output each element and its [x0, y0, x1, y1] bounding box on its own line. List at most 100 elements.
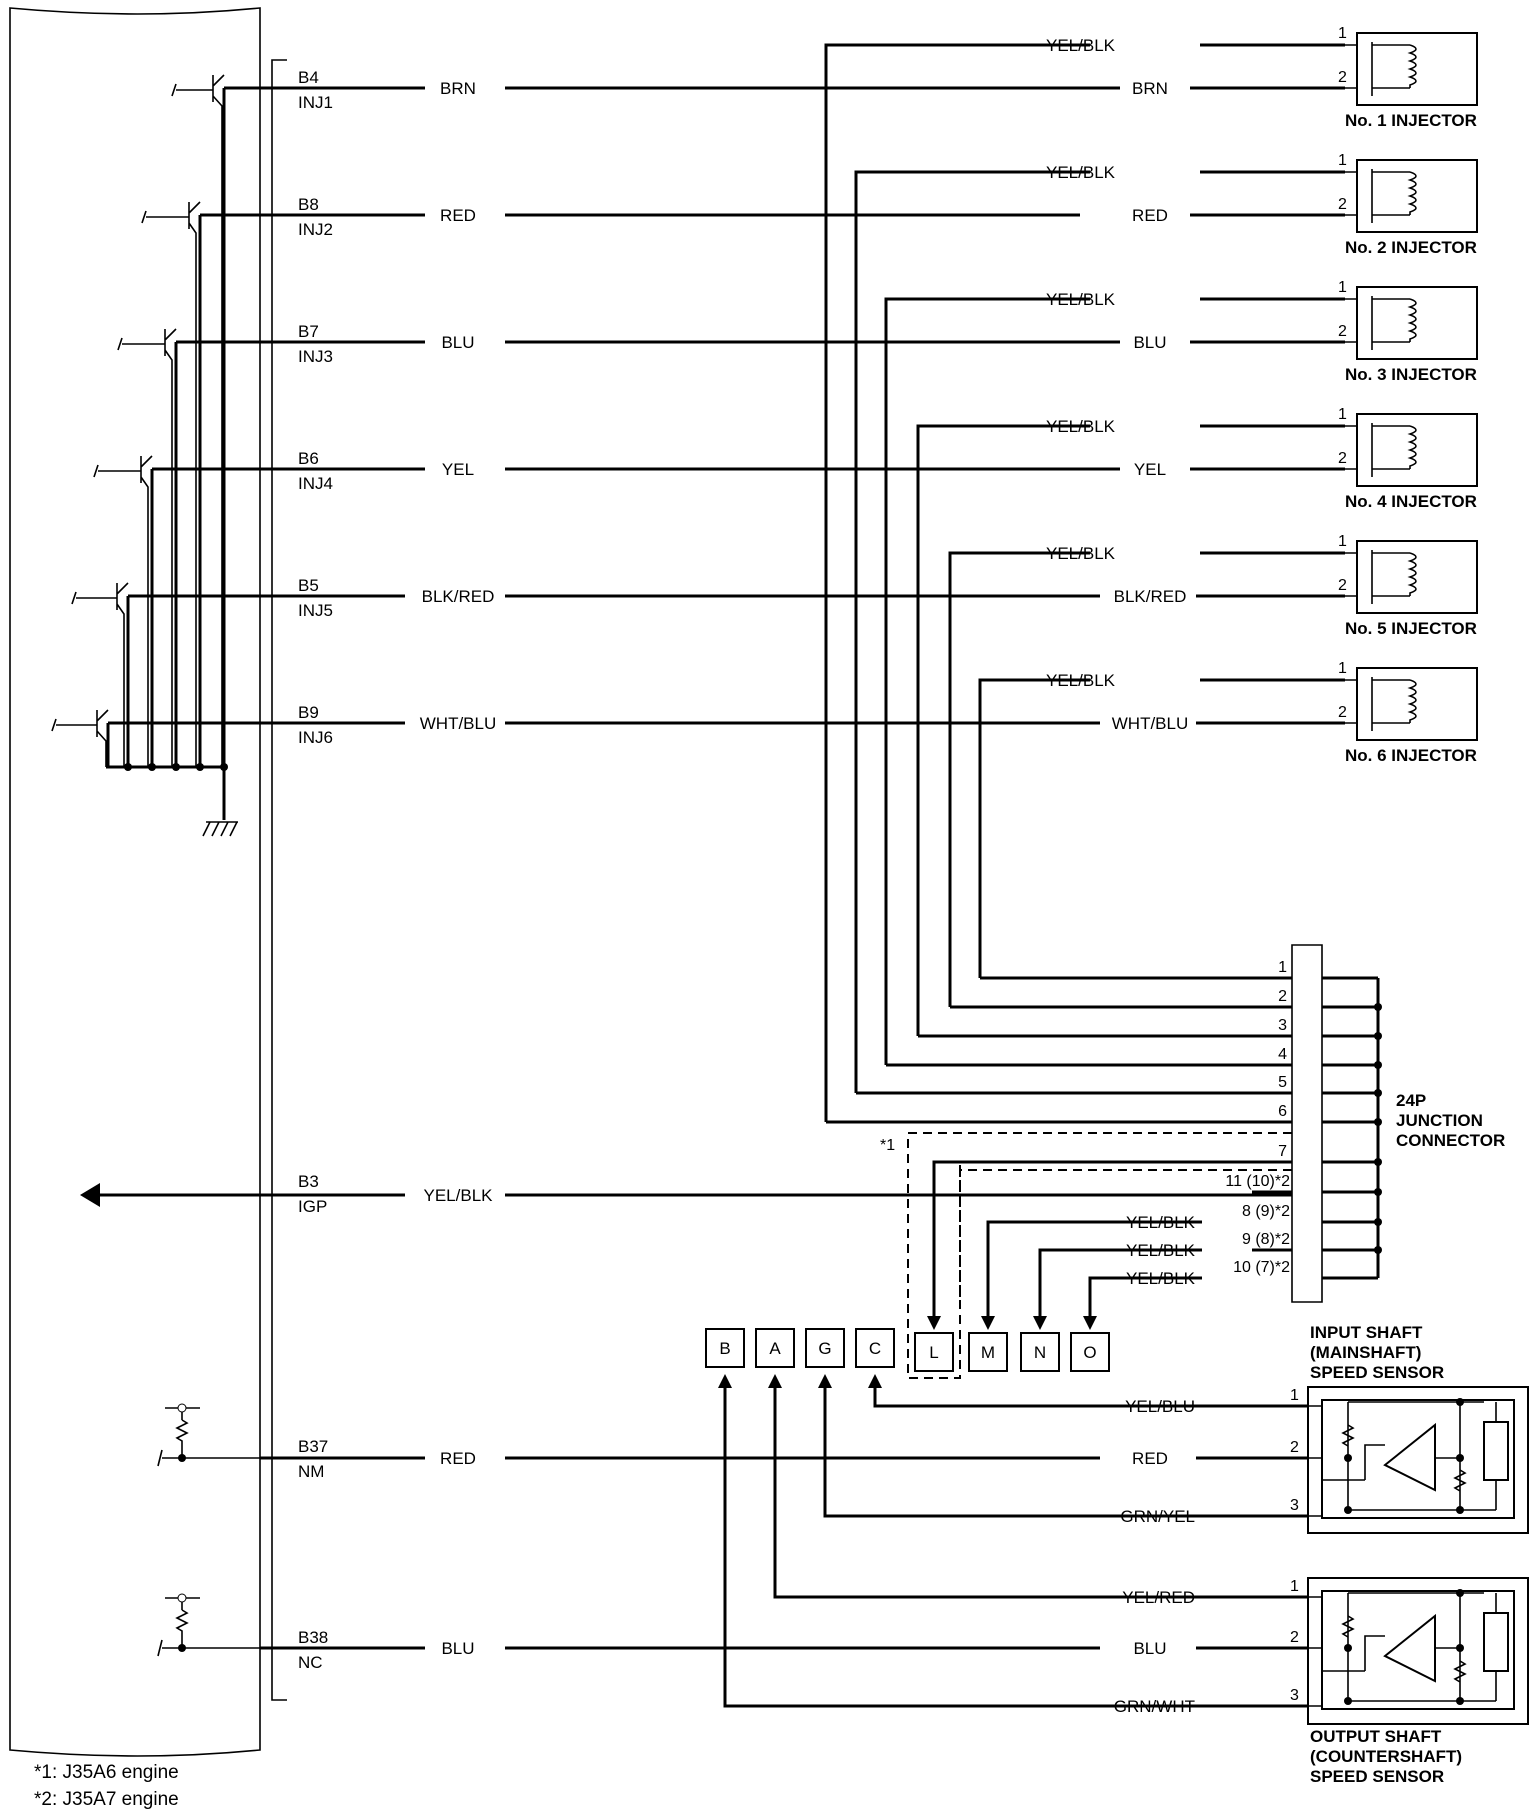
injector-4: 1 2 YEL/BLK YEL No. 4 INJECTOR — [1046, 406, 1478, 511]
terminal-pin: B38 — [298, 1628, 328, 1647]
footnote: *1: J35A6 engine — [34, 1762, 179, 1783]
svg-text:BRN: BRN — [440, 79, 476, 98]
svg-text:YEL/BLK: YEL/BLK — [1126, 1213, 1196, 1232]
footnote: *2: J35A7 engine — [34, 1789, 179, 1810]
connector-boxes: B A G C L M N O — [705, 1328, 1110, 1372]
sensor-label: (MAINSHAFT) — [1310, 1343, 1421, 1362]
sensor-to-connectors — [718, 1374, 1208, 1708]
terminal-name: NC — [298, 1653, 323, 1672]
svg-text:2: 2 — [1338, 577, 1347, 594]
injector-label: No. 6 INJECTOR — [1345, 746, 1477, 765]
svg-text:2: 2 — [1338, 450, 1347, 467]
svg-text:YEL/BLK: YEL/BLK — [1126, 1241, 1196, 1260]
terminal-pin: B37 — [298, 1437, 328, 1456]
svg-text:YEL/BLU: YEL/BLU — [1125, 1397, 1195, 1416]
svg-text:10 (7)*2: 10 (7)*2 — [1233, 1259, 1290, 1276]
svg-text:YEL/BLK: YEL/BLK — [424, 1186, 494, 1205]
injector-label: No. 4 INJECTOR — [1345, 492, 1477, 511]
svg-text:2: 2 — [1338, 69, 1347, 86]
svg-text:RED: RED — [1132, 206, 1168, 225]
terminal-pin: B5 — [298, 576, 319, 595]
svg-text:BLU: BLU — [1133, 1639, 1166, 1658]
terminal-pin: B3 — [298, 1172, 319, 1191]
svg-text:1: 1 — [1290, 1578, 1299, 1595]
injector-1: 1 2 YEL/BLK BRN No. 1 INJECTOR — [1046, 25, 1478, 130]
svg-text:BLK/RED: BLK/RED — [1114, 587, 1187, 606]
injector-power-wires — [824, 43, 1345, 1122]
svg-text:YEL/RED: YEL/RED — [1122, 1588, 1195, 1607]
junction-to-connectors: *1 YEL/BLK YEL/BLK YEL/BLK — [880, 1132, 1292, 1379]
svg-text:YEL/BLK: YEL/BLK — [1046, 36, 1116, 55]
svg-text:9 (8)*2: 9 (8)*2 — [1242, 1231, 1290, 1248]
injector-drive-wires — [108, 86, 1345, 725]
svg-text:BLU: BLU — [441, 333, 474, 352]
svg-text:WHT/BLU: WHT/BLU — [420, 714, 497, 733]
svg-text:1: 1 — [1278, 959, 1287, 976]
svg-text:2: 2 — [1290, 1439, 1299, 1456]
svg-text:B: B — [719, 1339, 730, 1358]
svg-text:WHT/BLU: WHT/BLU — [1112, 714, 1189, 733]
injector-6: 1 2 YEL/BLK WHT/BLU No. 6 INJECTOR — [1046, 660, 1478, 765]
svg-text:A: A — [769, 1339, 781, 1358]
sensor-label: (COUNTERSHAFT) — [1310, 1747, 1462, 1766]
injector-label: No. 2 INJECTOR — [1345, 238, 1477, 257]
terminal-pin: B6 — [298, 449, 319, 468]
svg-text:YEL/BLK: YEL/BLK — [1046, 290, 1116, 309]
svg-text:BRN: BRN — [1132, 79, 1168, 98]
terminal-name: IGP — [298, 1197, 327, 1216]
terminal-name: INJ3 — [298, 347, 333, 366]
svg-text:1: 1 — [1290, 1387, 1299, 1404]
svg-text:2: 2 — [1278, 988, 1287, 1005]
svg-text:*1: *1 — [880, 1137, 895, 1154]
svg-text:BLU: BLU — [441, 1639, 474, 1658]
svg-text:3: 3 — [1290, 1497, 1299, 1514]
svg-text:GRN/YEL: GRN/YEL — [1120, 1507, 1195, 1526]
svg-text:O: O — [1083, 1343, 1096, 1362]
svg-text:YEL/BLK: YEL/BLK — [1046, 163, 1116, 182]
junction-label: 24P — [1396, 1091, 1426, 1110]
connector-box — [1020, 1332, 1060, 1372]
svg-text:RED: RED — [440, 206, 476, 225]
injector-label: No. 3 INJECTOR — [1345, 365, 1477, 384]
svg-text:3: 3 — [1278, 1017, 1287, 1034]
terminal-name: INJ5 — [298, 601, 333, 620]
svg-text:YEL/BLK: YEL/BLK — [1046, 671, 1116, 690]
injector-driver-transistors — [51, 74, 238, 837]
ecm-connector-bracket — [271, 59, 287, 1701]
junction-connector-24p: 1 2 3 4 5 6 7 11 (10)*2 8 (9)*2 9 (8)*2 … — [826, 944, 1505, 1303]
sensor-label: SPEED SENSOR — [1310, 1363, 1444, 1382]
terminal-name: NM — [298, 1462, 324, 1481]
svg-text:2: 2 — [1338, 196, 1347, 213]
junction-label: CONNECTOR — [1396, 1131, 1505, 1150]
svg-text:BLK/RED: BLK/RED — [422, 587, 495, 606]
svg-text:1: 1 — [1338, 25, 1347, 42]
output-shaft-speed-sensor: 1 2 3 YEL/RED BLU GRN/WHT OUTPUT SHAFT (… — [1114, 1577, 1529, 1786]
ecm-pullup-nc — [157, 1593, 260, 1657]
terminal-name: INJ4 — [298, 474, 333, 493]
svg-text:YEL: YEL — [1134, 460, 1166, 479]
svg-text:G: G — [818, 1339, 831, 1358]
svg-text:4: 4 — [1278, 1046, 1287, 1063]
connector-box — [805, 1328, 845, 1368]
speed-sensor-signal-wires: RED BLU — [260, 1449, 1308, 1658]
svg-text:N: N — [1034, 1343, 1046, 1362]
svg-text:1: 1 — [1338, 152, 1347, 169]
svg-text:6: 6 — [1278, 1103, 1287, 1120]
terminal-name: INJ2 — [298, 220, 333, 239]
svg-text:YEL/BLK: YEL/BLK — [1046, 544, 1116, 563]
footnotes: *1: J35A6 engine *2: J35A7 engine — [34, 1762, 179, 1810]
svg-text:2: 2 — [1290, 1629, 1299, 1646]
connector-box — [755, 1328, 795, 1368]
injector-drive-wire-colors: BRN RED BLU YEL BLK/RED WHT/BLU — [420, 79, 497, 733]
svg-text:YEL: YEL — [442, 460, 474, 479]
svg-text:L: L — [929, 1343, 938, 1362]
svg-text:M: M — [981, 1343, 995, 1362]
connector-box — [705, 1328, 745, 1368]
sensor-label: INPUT SHAFT — [1310, 1323, 1423, 1342]
terminal-pin: B4 — [298, 68, 319, 87]
junction-label: JUNCTION — [1396, 1111, 1483, 1130]
input-shaft-speed-sensor: 1 2 3 YEL/BLU RED GRN/YEL INPUT SHAFT (M… — [1120, 1323, 1529, 1534]
svg-text:2: 2 — [1338, 704, 1347, 721]
svg-text:C: C — [869, 1339, 881, 1358]
